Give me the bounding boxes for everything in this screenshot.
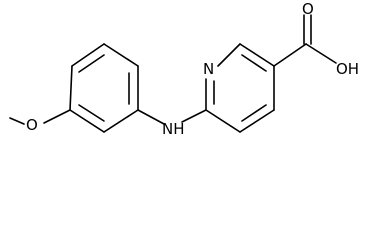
bond-carboxyl-carbon-to-hydroxyl (305, 43, 337, 64)
benzene-inner-double-bond-1 (78, 54, 105, 73)
benzene-bond-4 (103, 109, 139, 133)
benzene-bond-2 (103, 43, 139, 67)
benzene-bond-5 (69, 109, 105, 133)
benzene-inner-double-bond-3 (78, 104, 105, 122)
pyridine-inner-double-bond-3 (241, 104, 267, 122)
bond-amine-to-pyridine (181, 109, 207, 123)
benzene-bond-1 (71, 43, 105, 67)
pyridine-bond-n1-c6 (217, 43, 241, 67)
pyridine-nitrogen-label: N (203, 60, 214, 78)
pyridine-bond-c6-c5 (239, 43, 275, 67)
benzene-bond-6 (69, 65, 73, 111)
bond-methyl-to-oxygen (9, 117, 25, 125)
pyridine-bond-c4-c3 (239, 109, 275, 133)
bond-benzene-to-amine (137, 109, 165, 125)
ether-oxygen-label: O (26, 116, 38, 134)
carboxyl-oxygen-label: O (302, 0, 314, 18)
chemical-structure-figure: O NH N O OH (9, 0, 360, 138)
pyridine-bond-c3-c2 (205, 109, 241, 133)
bond-oxygen-to-benzene (43, 109, 71, 124)
carboxyl-hydroxyl-label: OH (336, 60, 359, 78)
molecule-drawing: O NH N O OH (9, 0, 359, 138)
pyridine-inner-double-bond-2 (241, 54, 267, 72)
bond-pyridine-to-carboxyl-carbon (273, 43, 307, 67)
amine-nh-label: NH (162, 120, 185, 138)
